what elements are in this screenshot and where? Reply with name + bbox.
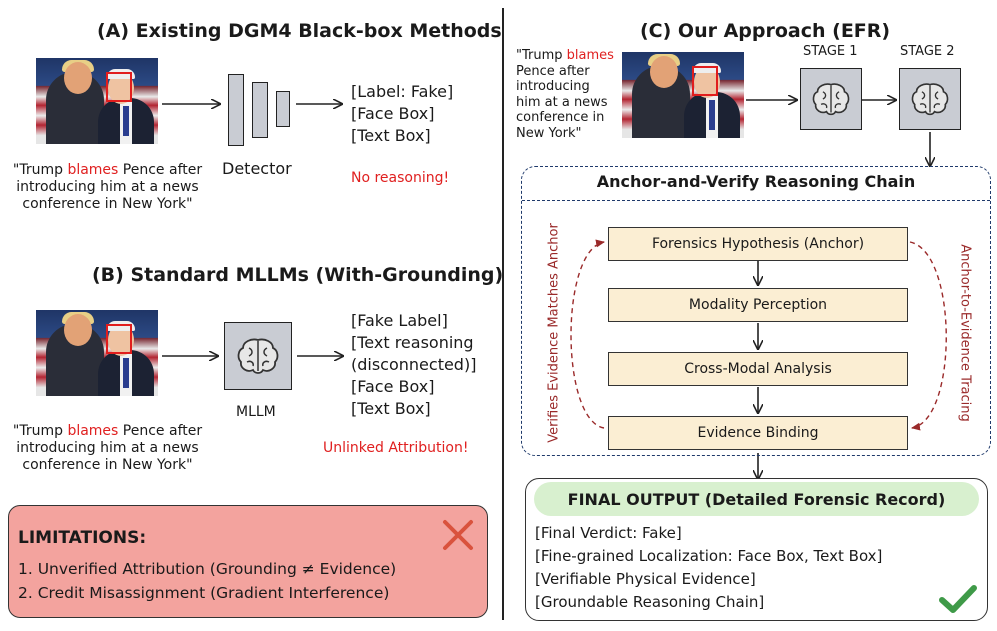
- left-loop-label: Verifies Evidence Matches Anchor: [546, 223, 562, 443]
- final-output-title: FINAL OUTPUT (Detailed Forensic Record): [567, 489, 946, 509]
- mllm-label: MLLM: [236, 404, 276, 420]
- right-loop-arrow: [909, 241, 947, 431]
- panel-a-note: No reasoning!: [351, 170, 450, 186]
- cross-icon: [443, 520, 473, 550]
- panel-b-caption: "Trump blames Pence after introducing hi…: [12, 423, 203, 473]
- panel-a-caption: "Trump blames Pence after introducing hi…: [12, 162, 203, 212]
- detector-layer-2: [252, 82, 268, 138]
- brain-icon: [237, 338, 279, 374]
- panel-b-outputs: [Fake Label] [Text reasoning (disconnect…: [351, 311, 477, 418]
- face-box: [692, 66, 718, 96]
- brain-icon: [911, 83, 949, 116]
- panel-c-photo: [622, 52, 744, 138]
- panel-a-title: (A) Existing DGM4 Black-box Methods: [97, 20, 502, 42]
- detector-layer-3: [276, 91, 290, 127]
- stage-1-box: [800, 68, 862, 130]
- mllm-box: [224, 322, 292, 390]
- panel-c-title: (C) Our Approach (EFR): [640, 20, 891, 42]
- step-modality-perception: Modality Perception: [608, 288, 908, 322]
- panel-c-caption: "Trump blames Pence after introducing hi…: [516, 48, 614, 141]
- check-icon: [939, 585, 977, 613]
- final-item: [Groundable Reasoning Chain]: [535, 593, 765, 611]
- step-evidence-binding: Evidence Binding: [608, 416, 908, 450]
- final-output-header: FINAL OUTPUT (Detailed Forensic Record): [534, 482, 979, 516]
- detector-label: Detector: [222, 159, 292, 178]
- limitation-item: 1. Unverified Attribution (Grounding ≠ E…: [18, 560, 397, 578]
- stage-2-label: STAGE 2: [900, 44, 955, 59]
- detector-layer-1: [228, 74, 244, 146]
- brain-icon: [812, 83, 850, 116]
- stage-2-box: [899, 68, 961, 130]
- panel-b-title: (B) Standard MLLMs (With-Grounding): [92, 264, 504, 286]
- final-output-list: [Final Verdict: Fake] [Fine-grained Loca…: [535, 522, 882, 614]
- panel-a-photo: [36, 58, 158, 144]
- limitations-box: LIMITATIONS: 1. Unverified Attribution (…: [8, 505, 488, 618]
- panel-divider: [502, 8, 504, 620]
- step-forensics-hypothesis: Forensics Hypothesis (Anchor): [608, 227, 908, 261]
- final-output-box: FINAL OUTPUT (Detailed Forensic Record) …: [525, 478, 988, 621]
- panel-b-note: Unlinked Attribution!: [323, 440, 469, 456]
- final-item: [Fine-grained Localization: Face Box, Te…: [535, 547, 883, 565]
- chain-title-divider: [522, 200, 990, 201]
- right-loop-label: Anchor-to-Evidence Tracing: [957, 244, 973, 422]
- reasoning-chain-box: [521, 166, 991, 456]
- left-loop-arrow: [570, 239, 605, 429]
- stage-1-label: STAGE 1: [803, 44, 858, 59]
- limitations-title: LIMITATIONS:: [18, 528, 147, 548]
- limitation-item: 2. Credit Misassignment (Gradient Interf…: [18, 584, 390, 602]
- panel-b-photo: [36, 310, 158, 396]
- step-cross-modal-analysis: Cross-Modal Analysis: [608, 352, 908, 386]
- face-box: [106, 324, 132, 354]
- chain-title: Anchor-and-Verify Reasoning Chain: [596, 172, 916, 191]
- final-item: [Final Verdict: Fake]: [535, 524, 682, 542]
- face-box: [106, 72, 132, 102]
- final-item: [Verifiable Physical Evidence]: [535, 570, 756, 588]
- panel-a-outputs: [Label: Fake] [Face Box] [Text Box]: [351, 82, 454, 145]
